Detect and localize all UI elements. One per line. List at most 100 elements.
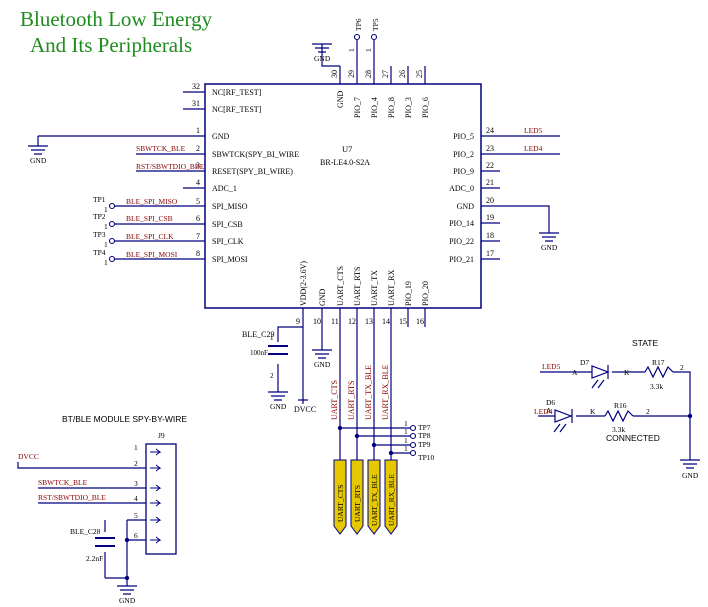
tp8-pin: 1 (404, 427, 408, 436)
gnd-label-pin10: GND (314, 360, 331, 369)
tp10-ref: TP10 (418, 453, 435, 462)
left-pin-name: SPI_MISO (212, 202, 248, 211)
tp5-ref: TP5 (371, 18, 380, 31)
gnd-symbol-top (312, 43, 332, 53)
j9-net-labels: DVCC SBWTCK_BLE RST/SBWTDIO_BLE (18, 452, 106, 502)
bottom-pin-num: 10 (313, 317, 321, 326)
module-u7-body (204, 83, 482, 309)
top-pin-name: PIO_4 (370, 97, 379, 118)
flag-uart-tx (367, 459, 381, 535)
r16-value: 3.3k (612, 425, 625, 434)
d6-a: A (546, 406, 552, 415)
net-spi-mosi: BLE_SPI_MOSI (126, 250, 178, 259)
tp9-ref: TP9 (418, 440, 431, 449)
top-pin-num: 26 (398, 70, 407, 78)
d6-k: K (590, 407, 596, 416)
tp7-ref: TP7 (418, 423, 431, 432)
left-pin-name: NC[RF_TEST] (212, 88, 262, 97)
d7-rays (591, 379, 605, 389)
gnd-label-top: GND (314, 54, 331, 63)
bottom-pin-name: VDD(2-3.6V) (299, 261, 308, 306)
tp1-ref: TP1 (93, 195, 106, 204)
gnd-wire-left (37, 135, 205, 146)
left-pin-num: 6 (196, 214, 200, 223)
junction-rts (354, 433, 360, 439)
c29-ref: BLE_C29 (242, 330, 274, 339)
nc-stubs (183, 91, 205, 110)
bottom-pin-name: UART_RX (387, 269, 396, 306)
j9-ref: J9 (158, 431, 165, 440)
gnd-label-c29: GND (270, 402, 287, 411)
top-pin-num: 28 (364, 70, 373, 78)
left-pin-name: NC[RF_TEST] (212, 105, 262, 114)
j9-arrow-5 (150, 516, 162, 524)
net-rst: RST/SBWTDIO_BBE (136, 162, 205, 171)
flag-label-cts: UART_CTS (336, 485, 345, 522)
flag-uart-cts (333, 459, 347, 535)
r16-ref: R16 (614, 401, 627, 410)
right-pin-num: 24 (486, 126, 494, 135)
flag-label-rx: UART_RX_BLE (387, 474, 396, 526)
j9-arrow-3 (150, 484, 162, 492)
uart-flags (333, 459, 398, 535)
bottom-pin-name: PIO_20 (421, 281, 430, 306)
bottom-pin-num: 13 (365, 317, 373, 326)
left-pin-name: ADC_1 (212, 184, 237, 193)
top-pin-num: 25 (415, 70, 424, 78)
gnd-label-left: GND (30, 156, 47, 165)
j9-gnd-wires (104, 519, 146, 579)
c29-labels: BLE_C29 100nF 1 2 (242, 330, 274, 380)
tp1-circle (108, 202, 116, 210)
top-pin-name: PIO_6 (421, 97, 430, 118)
net-sbwtck: SBWTCK_BLE (136, 144, 186, 153)
left-pins: NC[RF_TEST] NC[RF_TEST] GND SBWTCK(SPY_B… (192, 82, 299, 264)
right-pin-name: GND (457, 202, 475, 211)
right-pin-name: PIO_22 (449, 237, 474, 246)
right-pin-name: PIO_14 (449, 219, 474, 228)
right-pin-name: PIO_9 (453, 167, 474, 176)
left-pin-num: 31 (192, 99, 200, 108)
j9-net-wires (17, 462, 146, 504)
top-pin-num: 30 (330, 70, 339, 78)
tp4-ref: TP4 (93, 248, 106, 257)
left-pin-name: SPI_CLK (212, 237, 244, 246)
module-ref: U7 (342, 144, 352, 154)
top-pin-num: 29 (347, 70, 356, 78)
c29-pin1: 1 (270, 334, 274, 342)
top-gnd-wire (321, 44, 340, 67)
tp5-circle (370, 33, 378, 41)
j9-arrow-2 (150, 464, 162, 472)
gnd-symbol-right (539, 232, 559, 242)
d6-symbol (554, 409, 573, 423)
j9-pin-3: 3 (134, 479, 138, 488)
top-pin-name: PIO_3 (404, 97, 413, 118)
led-net-wires (481, 135, 560, 155)
bottom-pin-num: 9 (296, 317, 300, 326)
r17-pin: 2 (680, 363, 684, 372)
tp2-ref: TP2 (93, 212, 106, 221)
tp3-pin: 1 (104, 240, 108, 249)
dvcc-label-c29: DVCC (294, 405, 316, 414)
right-pin-name: ADC_0 (449, 184, 474, 193)
flag-label-tx: UART_TX_BLE (370, 474, 379, 526)
left-pin-num: 5 (196, 197, 200, 206)
net-led5: LED5 (524, 126, 543, 135)
tp9-circle (409, 441, 417, 449)
c28-labels: BLE_C28 2.2nF (70, 527, 103, 563)
tp1-pin: 1 (104, 205, 108, 214)
left-pin-num: 1 (196, 126, 200, 135)
tp7-pin: 1 (404, 419, 408, 428)
c28-ref: BLE_C28 (70, 527, 101, 536)
right-nets: LED5 LED4 (524, 126, 543, 153)
uart-wire-labels: UART_CTS UART_RTS UART_TX_BLE UART_RX_BL… (330, 364, 390, 420)
junction-led-gnd (687, 413, 693, 419)
d7-symbol (591, 365, 610, 379)
right-pins: PIO_5 PIO_2 PIO_9 ADC_0 GND PIO_14 PIO_2… (449, 126, 494, 264)
c29-pin2: 2 (270, 372, 274, 380)
testpoint-circles (108, 33, 417, 457)
title-line-1: Bluetooth Low Energy (20, 7, 213, 31)
resistors (604, 365, 674, 423)
net-led4: LED4 (524, 144, 543, 153)
